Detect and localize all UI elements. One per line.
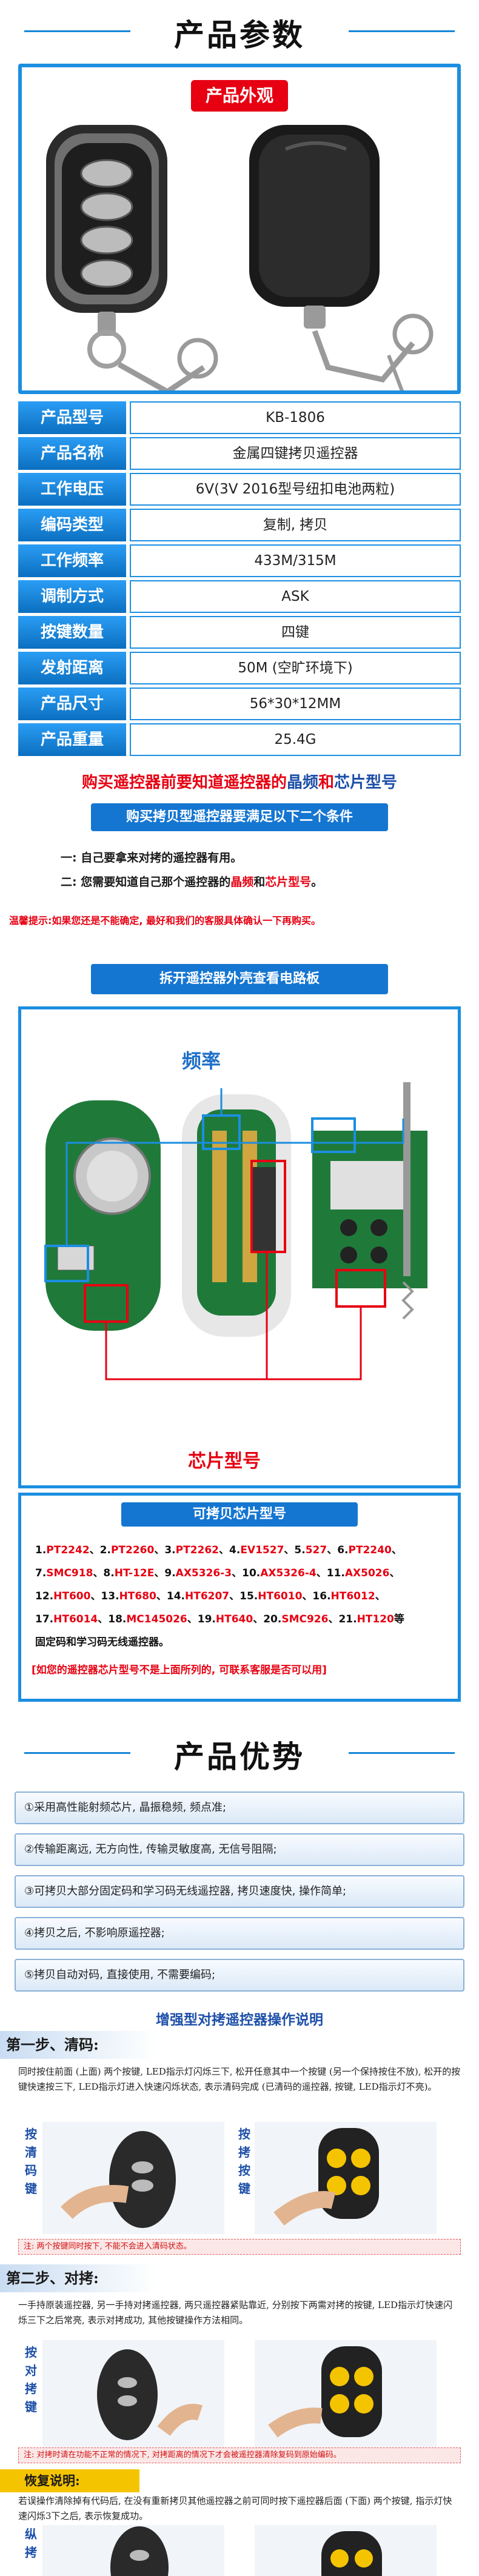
title-divider-right (349, 1752, 455, 1754)
circuit-board-image-box (18, 1006, 461, 1488)
spec-key: 产品重量 (18, 723, 126, 756)
product-photo-tag: 产品外观 (191, 80, 288, 112)
vertical-label: 按拷按键 (238, 2127, 250, 2196)
vertical-label: 按对拷键 (25, 2345, 37, 2414)
spec-key: 编码类型 (18, 509, 126, 541)
spec-value: KB-1806 (130, 401, 461, 434)
chip-line-last: 固定码和学习码无线遥控器。 (35, 1636, 169, 1648)
guide-title: 增强型对拷遥控器操作说明 (156, 2012, 323, 2028)
notice-headline-a: 购买遥控器前要知道遥控器的 (81, 774, 287, 792)
spec-value: 433M/315M (130, 544, 461, 577)
spec-value: ASK (130, 580, 461, 613)
spec-value: 四键 (130, 616, 461, 649)
product-photo-image (46, 125, 434, 405)
restore-photo-left (42, 2525, 224, 2576)
spec-key: 工作频率 (18, 544, 126, 577)
frequency-label: 频率 (182, 1049, 221, 1072)
tip-text: 如果您还是不能确定, 最好和我们的客服具体确认一下再购买。 (52, 915, 321, 926)
spec-value: 金属四键拷贝遥控器 (130, 437, 461, 470)
spec-row: 编码类型复制, 拷贝 (18, 509, 461, 541)
spec-key: 产品型号 (18, 401, 126, 434)
vertical-label: 纵拷 (25, 2527, 37, 2560)
advantage-item: ④拷贝之后, 不影响原遥控器; (15, 1917, 464, 1950)
product-photo-frame (18, 64, 461, 405)
chip-line: 7.SMC918、8.HT-12E、9.AX5326-3、10.AX5326-4… (35, 1567, 400, 1579)
step1-note: 注: 两个按键同时按下, 不能不会进入清码状态。 (18, 2239, 461, 2255)
condition-2-b: 晶频 (230, 875, 254, 889)
notice-headline-b: 晶频 (286, 774, 318, 792)
chip-line: 1.PT2242、2.PT2260、3.PT2262、4.EV1527、5.52… (35, 1544, 402, 1556)
section-title-advantages: 产品优势 (174, 1739, 305, 1775)
condition-2: 二: 您需要知道自己那个遥控器的晶频和芯片型号。 (61, 873, 323, 889)
chip-list-box (18, 1493, 461, 1702)
step1-text: 同时按住前面 (上面) 两个按键, LED指示灯闪烁三下, 松开任意其中一个按键… (18, 2066, 461, 2092)
notice-headline-d: 芯片型号 (334, 774, 398, 792)
notice-headline-c: 和 (318, 774, 335, 792)
step2-title: 第二步、对拷: (0, 2264, 158, 2292)
tip-line: 温馨提示:如果您还是不能确定, 最好和我们的客服具体确认一下再购买。 (9, 912, 470, 927)
step2-photo-right (255, 2340, 437, 2449)
spec-value: 50M (空旷环境下) (130, 652, 461, 684)
spec-key: 调制方式 (18, 580, 126, 613)
advantage-item: ①采用高性能射频芯片, 晶振稳频, 频点准; (15, 1791, 464, 1824)
restore-text: 若误操作清除掉有代码后, 在没有重新拷贝其他遥控器之前可同时按下遥控器后面 (下… (18, 2495, 452, 2521)
restore-title: 恢复说明: (0, 2469, 139, 2492)
step1-photo-right (255, 2122, 437, 2234)
chip-line: 12.HT600、13.HT680、14.HT6207、15.HT6010、16… (35, 1590, 386, 1602)
conditions-band: 购买拷贝型遥控器要满足以下二个条件 (91, 803, 388, 831)
condition-2-c: 和 (253, 875, 266, 889)
condition-2-d: 芯片型号 (265, 875, 312, 889)
chip-list: 1.PT2242、2.PT2260、3.PT2262、4.EV1527、5.52… (35, 1539, 447, 1654)
tip-label: 温馨提示: (9, 915, 52, 926)
advantage-item: ③可拷贝大部分固定码和学习码无线遥控器, 拷贝速度快, 操作简单; (15, 1875, 464, 1908)
section-title-params: 产品参数 (174, 18, 305, 53)
board-band: 拆开遥控器外壳查看电路板 (91, 964, 388, 994)
spec-key: 发射距离 (18, 652, 126, 684)
step2-text: 一手持原装遥控器, 另一手持对拷遥控器, 两只遥控器紧贴靠近, 分别按下两需对拷… (18, 2300, 453, 2326)
spec-key: 产品名称 (18, 437, 126, 470)
chip-line: 17.HT6014、18.MC145026、19.HT640、20.SMC926… (35, 1613, 404, 1625)
spec-value: 25.4G (130, 723, 461, 756)
advantage-item: ②传输距离远, 无方向性, 传输灵敏度高, 无信号阻隔; (15, 1833, 464, 1866)
condition-2-a: 二: 您需要知道自己那个遥控器的 (61, 875, 231, 889)
vertical-label: 按清码键 (25, 2127, 37, 2196)
step1-photo-left (42, 2122, 224, 2234)
title-divider-left (24, 1752, 130, 1754)
spec-value: 6V(3V 2016型号纽扣电池两粒) (130, 473, 461, 506)
circuit-board-image (44, 1082, 427, 1380)
chip-band: 可拷贝芯片型号 (121, 1502, 358, 1527)
restore-photo-right (255, 2525, 437, 2576)
spec-key: 按键数量 (18, 616, 126, 649)
chip-footnote: [如您的遥控器芯片型号不是上面所列的, 可联系客服是否可以用] (32, 1664, 327, 1676)
spec-row: 产品名称金属四键拷贝遥控器 (18, 437, 461, 470)
title-divider-left (24, 30, 130, 32)
title-divider-right (349, 30, 455, 32)
spec-row: 按键数量四键 (18, 616, 461, 649)
spec-value: 复制, 拷贝 (130, 509, 461, 541)
notice-headline: 购买遥控器前要知道遥控器的晶频和芯片型号 (0, 770, 479, 792)
spec-value: 56*30*12MM (130, 687, 461, 720)
advantage-item: ⑤拷贝自动对码, 直接使用, 不需要编码; (15, 1959, 464, 1992)
condition-2-e: 。 (311, 875, 323, 889)
condition-1: 一: 自己要拿来对拷的遥控器有用。 (61, 851, 243, 865)
step1-title: 第一步、清码: (0, 2031, 158, 2059)
spec-key: 工作电压 (18, 473, 126, 506)
chip-model-label: 芯片型号 (188, 1451, 261, 1472)
spec-key: 产品尺寸 (18, 687, 126, 720)
step2-note: 注: 对拷时请在功能不正常的情况下, 对拷距离的情况下才会被遥控器清除复码到原始… (18, 2447, 461, 2463)
step2-photo-left (42, 2340, 224, 2449)
